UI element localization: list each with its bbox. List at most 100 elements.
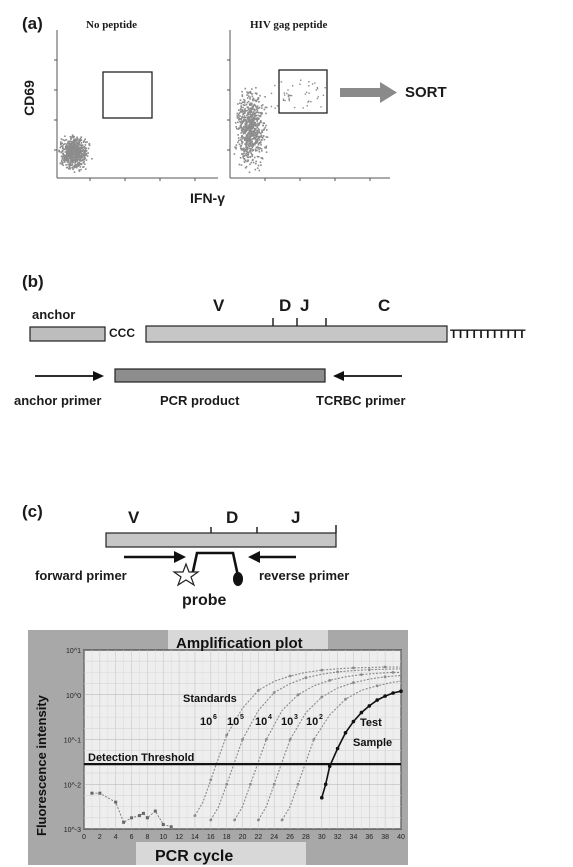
cell-dot [237,103,239,105]
cell-dot [74,152,76,155]
cell-dot [251,123,254,125]
cell-dot [80,139,83,142]
cell-dot [242,137,245,139]
cell-dot [75,140,77,142]
cell-dot [238,119,240,121]
data-point [296,782,300,786]
data-point [360,673,363,676]
cell-dot [254,121,256,124]
sorted-cell-dot [310,101,312,103]
cell-dot [68,147,71,150]
cell-dot [260,141,262,144]
cell-dot [75,140,78,142]
panel-a-label: (a) [22,14,43,33]
data-point [280,818,284,822]
sorted-cell-dot [316,86,319,89]
data-point [391,671,395,674]
cell-dot [257,118,259,121]
cell-dot [76,156,78,159]
cell-dot [254,112,256,115]
cell-dot [253,130,255,132]
cell-dot [255,131,257,134]
xlabel-tab [136,842,306,865]
cell-dot [80,155,83,158]
cell-dot [247,128,249,130]
sorted-cell-dot [305,91,308,94]
cell-dot [250,134,253,137]
cell-dot [72,142,74,144]
cell-dot [237,113,240,116]
sorted-cell-dot [284,99,286,102]
cell-dot [77,157,80,159]
cell-dot [81,147,83,149]
cell-dot [248,120,250,122]
cell-dot [78,155,80,158]
sorted-cell-dot [304,93,307,95]
d-segment-label: D [279,296,292,315]
standard-label: 10 [255,716,267,728]
cell-dot [248,103,251,106]
x-tick-label: 30 [318,834,326,841]
cell-dot [245,103,248,106]
cell-dot [244,87,247,90]
cell-dot [254,148,257,151]
cell-dot [242,113,244,116]
cell-dot [71,141,74,143]
cell-dot [81,144,83,146]
y-tick-label: 10^1 [66,648,81,655]
cell-dot [260,157,263,159]
cell-dot [60,161,63,163]
cell-dot [251,121,254,124]
cell-dot [241,138,244,140]
cell-dot [241,135,243,138]
cell-dot [251,93,253,95]
cell-dot [254,132,256,134]
cell-dot [76,163,79,165]
cell-dot [249,141,251,143]
cell-dot [256,135,259,138]
cell-dot [247,95,250,97]
cell-dot [237,121,239,124]
cell-dot [251,117,253,119]
cell-dot [248,129,251,132]
cell-dot [264,126,266,129]
sorted-cell-dot [308,81,310,83]
cell-dot [82,149,85,152]
cell-dot [68,149,70,151]
cell-dot [79,147,81,150]
right-plot-axes [227,30,390,181]
cell-dot [265,145,268,148]
cell-dot [243,155,246,157]
cell-dot [60,145,62,148]
cell-dot [248,147,251,150]
cell-dot [250,131,252,134]
cell-dot [243,104,246,106]
cell-dot [250,141,252,143]
cell-dot [241,127,243,130]
cell-dot [239,121,242,124]
cell-dot [65,144,68,146]
cell-dot [249,128,252,131]
cell-dot [249,148,252,151]
cell-dot [82,162,85,164]
baseline-point [145,816,149,820]
cell-dot [58,150,61,153]
left-plot-axes [54,30,218,181]
reverse-primer-arrow-icon [248,551,296,563]
cell-dot [245,143,247,146]
cell-dot [74,145,76,148]
cell-dot [77,139,79,142]
baseline-curve [91,792,172,828]
anchor-bar [29,326,106,342]
cell-dot [251,95,254,98]
cell-dot [256,105,259,107]
cell-dot [261,107,263,109]
cell-dot [248,138,251,141]
cell-dot [61,158,64,160]
cell-dot [61,147,64,150]
cell-dot [249,90,252,93]
anchor-label: anchor [32,307,76,322]
cell-dot [246,129,248,132]
cell-dot [66,150,68,152]
